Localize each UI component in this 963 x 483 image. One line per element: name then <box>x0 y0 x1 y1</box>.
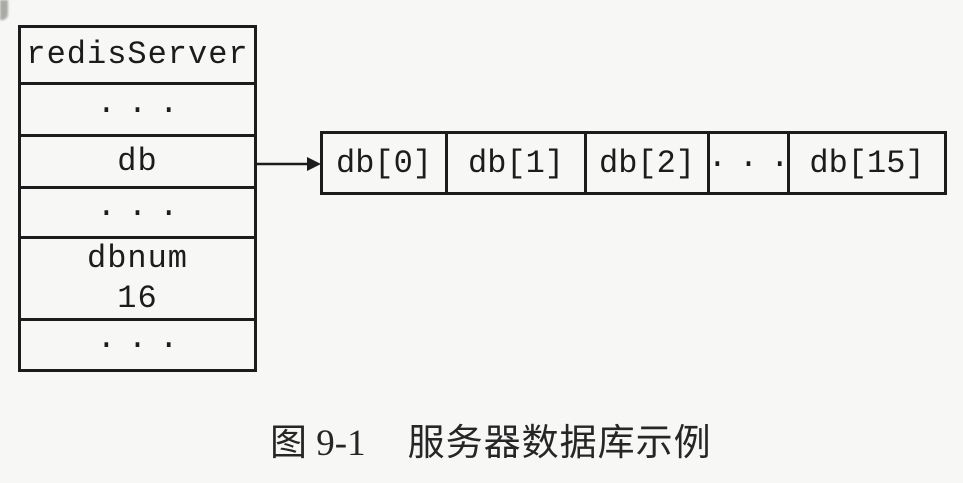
db-array-cell-15: db[15] <box>787 131 947 195</box>
struct-row-dbnum: dbnum 16 <box>21 236 254 318</box>
figure-number: 图 9-1 <box>270 423 366 464</box>
db-array: db[0] db[1] db[2] ... db[15] <box>320 131 947 195</box>
db-array-cell-1: db[1] <box>445 131 587 195</box>
struct-row-ellipsis-1: ... <box>21 82 254 134</box>
dbnum-field-value: 16 <box>117 279 158 317</box>
redisserver-struct-table: redisServer ... db ... dbnum 16 ... <box>18 25 257 372</box>
db-array-cell-ellipsis: ... <box>707 131 790 195</box>
struct-row-ellipsis-2: ... <box>21 186 254 236</box>
struct-row-ellipsis-3: ... <box>21 318 254 369</box>
db-array-cell-0: db[0] <box>320 131 448 195</box>
dbnum-field-label: dbnum <box>86 239 188 277</box>
figure-caption: 图 9-1 服务器数据库示例 <box>270 412 712 466</box>
db-array-cell-2: db[2] <box>584 131 710 195</box>
db-array-cell-label: db[2] <box>598 144 695 182</box>
struct-row-label: db <box>117 142 158 180</box>
ellipsis-label: ... <box>96 187 191 225</box>
scan-artifact <box>0 0 8 20</box>
db-pointer-arrow <box>256 157 321 171</box>
ellipsis-label: ... <box>96 320 191 357</box>
db-array-cell-label: db[1] <box>467 144 564 182</box>
figure-caption-text: 服务器数据库示例 <box>407 423 712 464</box>
db-array-cell-label: db[0] <box>335 144 432 182</box>
struct-row-db: db <box>21 134 254 186</box>
struct-row-label: redisServer <box>26 36 249 73</box>
ellipsis-label: ... <box>96 84 191 122</box>
db-array-cell-label: db[15] <box>809 144 925 182</box>
ellipsis-label: ... <box>707 138 802 176</box>
struct-row-redisserver: redisServer <box>21 28 254 82</box>
